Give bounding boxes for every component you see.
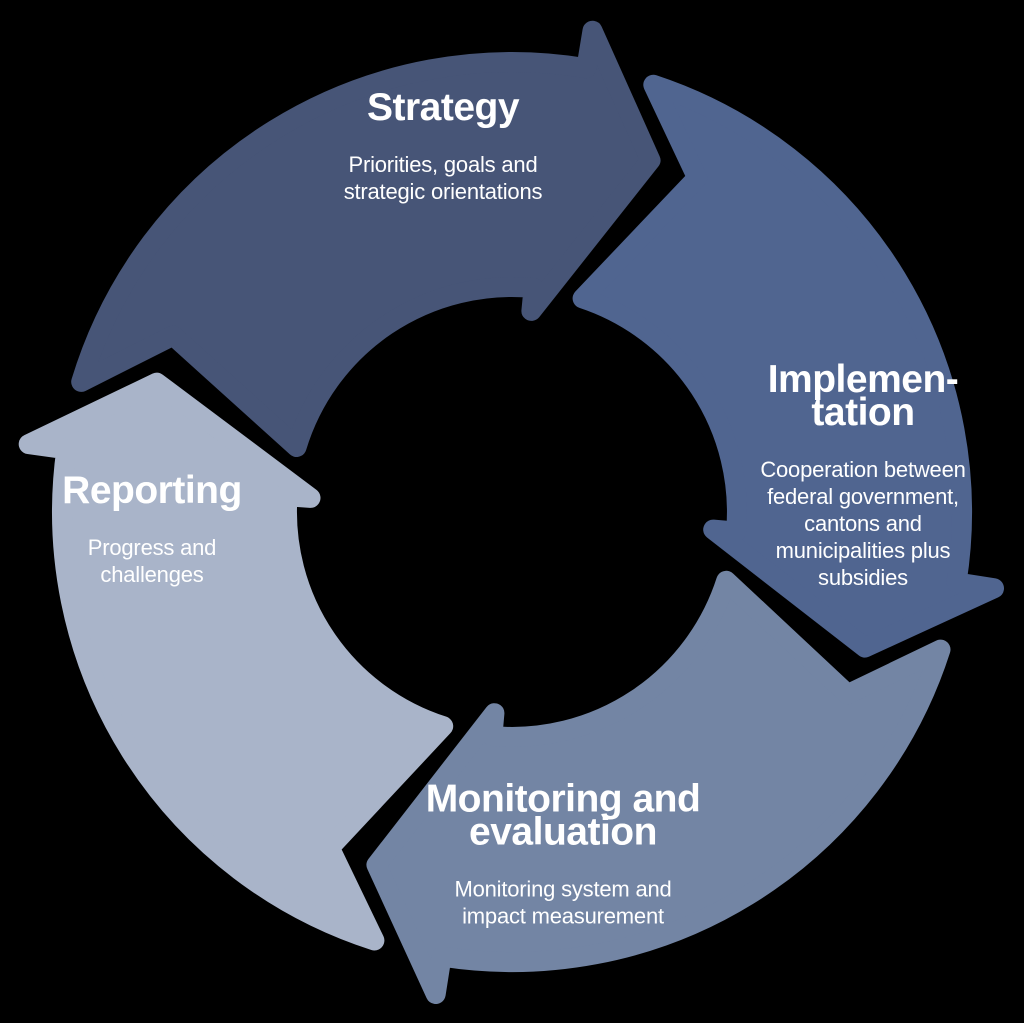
strategy-arrow-segment [71,20,661,457]
monitoring-arrow-segment [366,570,951,1004]
reporting-arrow-segment [18,372,454,951]
implementation-arrow-segment [572,74,1004,658]
